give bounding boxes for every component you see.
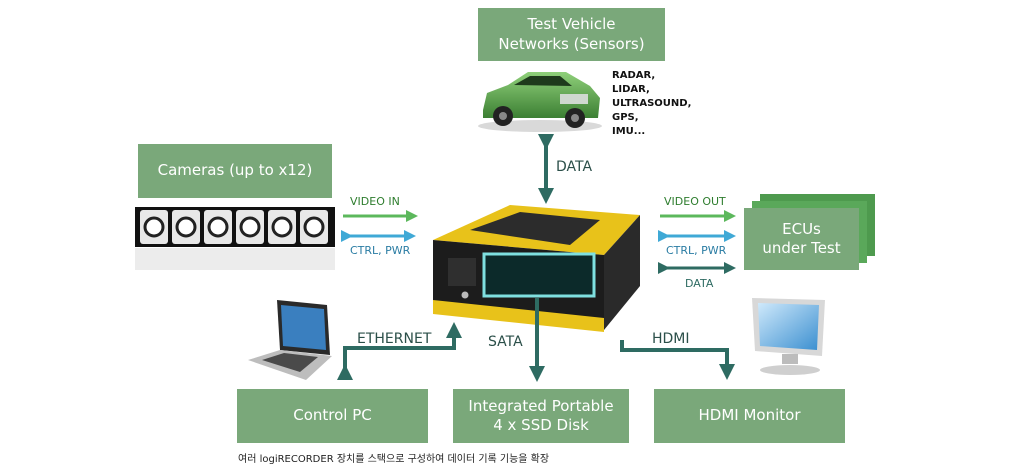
networks-box-line2: Networks (Sensors) bbox=[498, 34, 645, 53]
data-right-label: DATA bbox=[685, 277, 714, 290]
recorder-device-icon bbox=[433, 205, 640, 332]
ssd-box: Integrated Portable 4 x SSD Disk bbox=[453, 389, 629, 443]
car-icon bbox=[478, 72, 602, 132]
ctrl-pwr-right-label: CTRL, PWR bbox=[666, 244, 727, 257]
ecus-box: ECUs under Test bbox=[744, 208, 859, 270]
video-out-label: VIDEO OUT bbox=[664, 195, 726, 208]
hdmi-monitor-label: HDMI Monitor bbox=[698, 406, 801, 425]
ethernet-arrow bbox=[337, 322, 462, 380]
ctrl-pwr-left-label: CTRL, PWR bbox=[350, 244, 411, 257]
sensor-lidar: LIDAR, bbox=[612, 84, 650, 95]
hdmi-monitor-box: HDMI Monitor bbox=[654, 389, 845, 443]
ssd-box-line2: 4 x SSD Disk bbox=[493, 416, 589, 434]
ecus-box-line2: under Test bbox=[762, 239, 841, 257]
hdmi-label: HDMI bbox=[652, 331, 690, 347]
control-pc-label: Control PC bbox=[293, 406, 372, 425]
networks-box: Test Vehicle Networks (Sensors) bbox=[478, 8, 665, 61]
sensor-imu: IMU... bbox=[612, 126, 646, 137]
ethernet-label: ETHERNET bbox=[357, 331, 432, 347]
caption-text: 여러 logiRECORDER 장치를 스택으로 구성하여 데이터 기록 기능을… bbox=[238, 454, 550, 465]
sensor-ultrasound: ULTRASOUND, bbox=[612, 98, 692, 109]
networks-box-line1: Test Vehicle bbox=[527, 15, 616, 33]
cameras-box: Cameras (up to x12) bbox=[138, 144, 332, 198]
monitor-icon bbox=[752, 298, 825, 375]
ecus-box-line1: ECUs bbox=[782, 219, 821, 238]
hdmi-arrow bbox=[620, 340, 735, 380]
video-in-label: VIDEO IN bbox=[350, 195, 400, 208]
laptop-icon bbox=[248, 300, 332, 380]
sensor-radar: RADAR, bbox=[612, 70, 656, 81]
camera-row-icon bbox=[135, 207, 335, 270]
cameras-box-label: Cameras (up to x12) bbox=[157, 161, 313, 180]
data-top-label: DATA bbox=[556, 159, 593, 175]
sensor-gps: GPS, bbox=[612, 112, 639, 123]
control-pc-box: Control PC bbox=[237, 389, 428, 443]
ssd-box-line1: Integrated Portable bbox=[468, 396, 614, 415]
sata-label: SATA bbox=[488, 334, 523, 350]
